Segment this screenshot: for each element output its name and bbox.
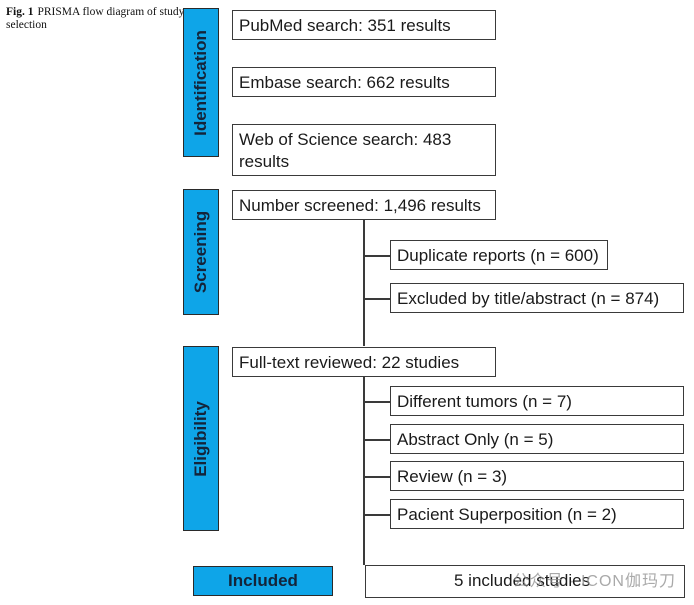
connector-excluded bbox=[363, 298, 390, 300]
connector-abstract-only bbox=[363, 439, 390, 441]
box-web-of-science: Web of Science search: 483 results bbox=[232, 124, 496, 176]
box-pacient-superposition: Pacient Superposition (n = 2) bbox=[390, 499, 684, 529]
box-review: Review (n = 3) bbox=[390, 461, 684, 491]
watermark: 公众号 · ICON伽玛刀 bbox=[512, 573, 676, 590]
box-embase: Embase search: 662 results bbox=[232, 67, 496, 97]
figure-caption-text: PRISMA flow diagram of study selection bbox=[6, 6, 185, 31]
box-pubmed: PubMed search: 351 results bbox=[232, 10, 496, 40]
box-different-tumors: Different tumors (n = 7) bbox=[390, 386, 684, 416]
figure-label: Fig. 1 bbox=[6, 6, 34, 18]
box-included-studies: 5 included studies bbox=[365, 565, 685, 598]
box-duplicate-reports: Duplicate reports (n = 600) bbox=[390, 240, 608, 270]
stage-eligibility: Eligibility bbox=[183, 346, 219, 531]
connector-different-tumors bbox=[363, 401, 390, 403]
connector-duplicates bbox=[363, 255, 390, 257]
stage-identification-label: Identification bbox=[191, 29, 210, 136]
connector-review bbox=[363, 476, 390, 478]
stage-eligibility-label: Eligibility bbox=[191, 400, 210, 477]
connector-screening-trunk bbox=[363, 220, 365, 346]
connector-eligibility-trunk bbox=[363, 377, 365, 565]
stage-identification: Identification bbox=[183, 8, 219, 157]
stage-included: Included bbox=[193, 566, 333, 596]
box-full-text-reviewed: Full-text reviewed: 22 studies bbox=[232, 347, 496, 377]
stage-screening-label: Screening bbox=[191, 210, 211, 294]
box-number-screened: Number screened: 1,496 results bbox=[232, 190, 496, 220]
box-abstract-only: Abstract Only (n = 5) bbox=[390, 424, 684, 454]
connector-superposition bbox=[363, 514, 390, 516]
stage-screening: Screening bbox=[183, 189, 219, 315]
box-excluded-title-abstract: Excluded by title/abstract (n = 874) bbox=[390, 283, 684, 313]
